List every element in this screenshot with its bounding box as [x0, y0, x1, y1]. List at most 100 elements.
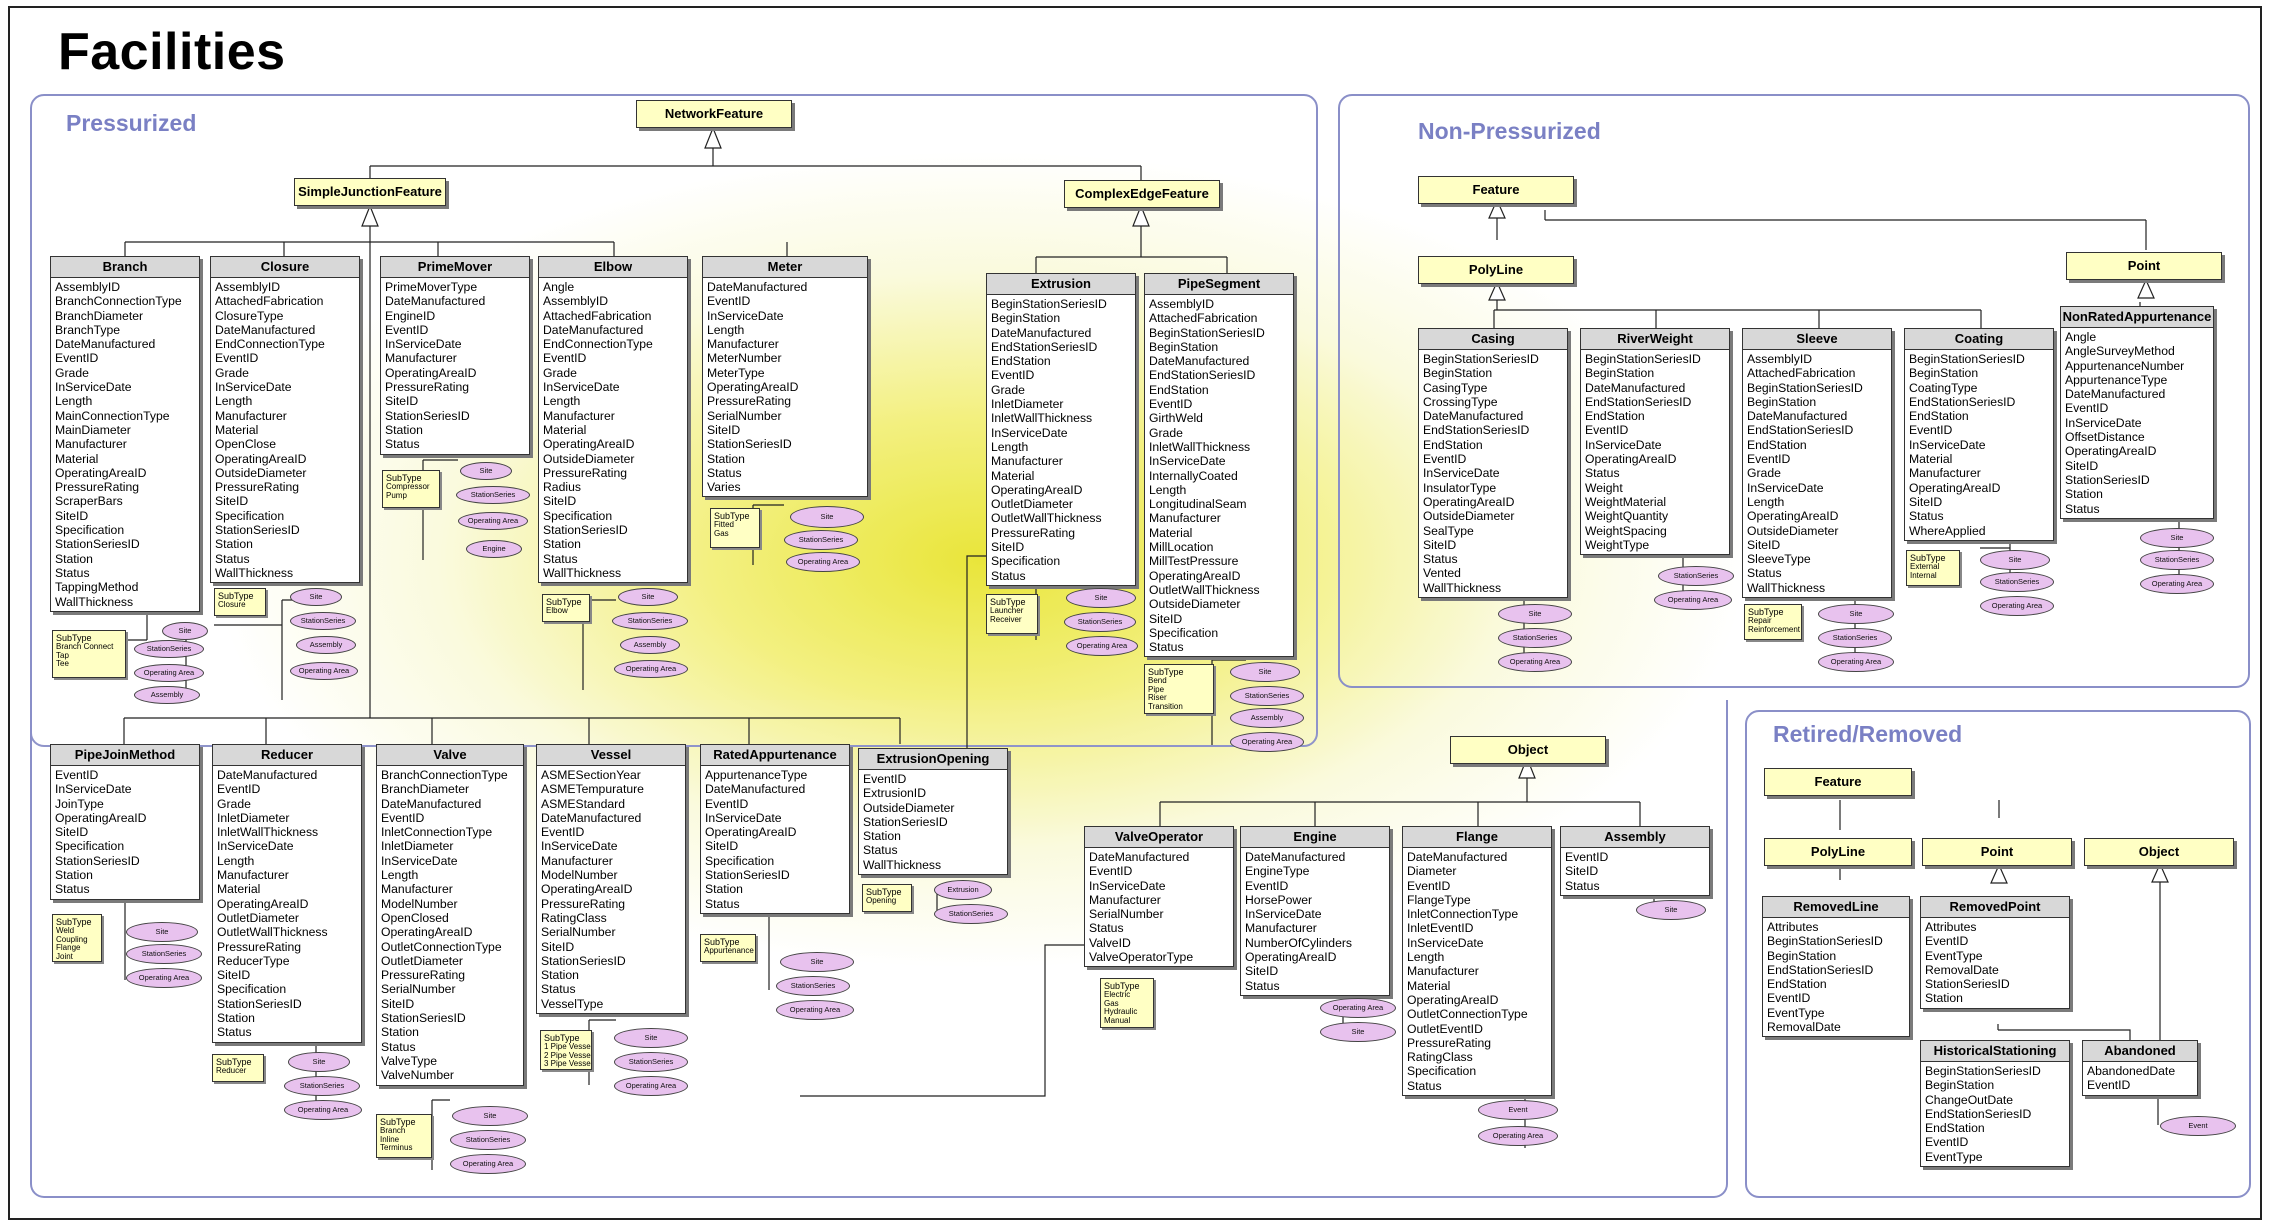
class-attribute: PressureRating	[541, 896, 625, 911]
class-attribute: Grade	[1747, 466, 1781, 481]
class-attribute: DateManufactured	[1089, 850, 1190, 864]
subtype-value: Inline	[380, 1134, 400, 1144]
class-attribute: Attributes	[1767, 920, 1819, 934]
subtype-value: Internal	[1910, 570, 1937, 580]
class-attribute: Specification	[1407, 1064, 1477, 1079]
class-attribute: AttachedFabrication	[215, 294, 324, 309]
class-attribute: AssemblyID	[1747, 352, 1813, 366]
parent-class-feature-retired: Feature	[1764, 768, 1912, 796]
class-attribute: EventID	[1245, 878, 1289, 893]
relationship-oval-assembly: Assembly	[620, 636, 680, 654]
class-name: RemovedPoint	[1921, 897, 2069, 918]
class-attribute: OperatingAreaID	[385, 365, 477, 380]
class-attribute: BeginStation	[1585, 366, 1655, 381]
class-attribute: InServiceDate	[541, 839, 618, 854]
class-attribute: Status	[991, 568, 1026, 583]
class-attribute: StationSeriesID	[385, 408, 470, 423]
class-attribute: Manufacturer	[1407, 964, 1479, 979]
class-attribute: WeightQuantity	[1585, 509, 1669, 524]
class-attribute: Length	[991, 439, 1029, 454]
class-attribute: EventID	[385, 322, 429, 337]
class-attribute: BranchConnectionType	[55, 294, 182, 309]
class-attribute: ModelNumber	[541, 868, 618, 883]
class-attribute: CrossingType	[1423, 394, 1498, 409]
class-attribute: EventID	[541, 825, 585, 840]
class-attribute: BeginStationSeriesID	[1747, 380, 1863, 395]
relationship-oval-station-series: StationSeries	[784, 530, 858, 550]
class-attribute: WallThickness	[1747, 580, 1826, 595]
class-attribute: BeginStationSeriesID	[1585, 352, 1701, 366]
relationship-oval-operating-area: Operating Area	[126, 968, 202, 988]
class-attribute: DateManufactured	[543, 322, 644, 337]
class-attribute: EventID	[707, 294, 751, 309]
class-attribute: EventID	[1565, 850, 1609, 864]
relationship-oval-operating-area: Operating Area	[450, 1154, 526, 1174]
class-attribute: Material	[991, 468, 1035, 483]
class-attribute: StationSeriesID	[55, 537, 140, 552]
class-attribute: MillTestPressure	[1149, 554, 1239, 569]
relationship-oval-station-series: StationSeries	[1658, 566, 1734, 586]
class-attribute: EventID	[705, 796, 749, 811]
class-attribute: OutsideDiameter	[1149, 597, 1241, 612]
class-attribute: OperatingAreaID	[1149, 568, 1241, 583]
class-attribute: MeterType	[707, 365, 765, 380]
class-attribute: BeginStation	[1747, 394, 1817, 409]
class-attribute: Manufacturer	[1245, 921, 1317, 936]
subtype-title: SubType	[546, 597, 582, 607]
class-attribute: InletEventID	[1407, 921, 1474, 936]
class-attribute: PressureRating	[381, 968, 465, 983]
class-attribute: Material	[217, 882, 261, 897]
class-attribute: Status	[1423, 552, 1458, 567]
class-attribute: SiteID	[217, 968, 251, 983]
class-name: Assembly	[1561, 827, 1709, 848]
subtype-title: SubType	[866, 887, 902, 897]
parent-class-network-feature: NetworkFeature	[636, 100, 792, 128]
class-name: Coating	[1905, 329, 2053, 350]
relationship-oval-site: Site	[288, 1052, 350, 1072]
parent-class-point-retired: Point	[1922, 838, 2072, 866]
class-attribute: Status	[1407, 1078, 1442, 1093]
class-attribute: WhereApplied	[1909, 523, 1986, 538]
class-attribute: EventID	[1767, 991, 1811, 1006]
relationship-oval-site: Site	[1980, 550, 2050, 570]
class-attribute: Manufacturer	[707, 337, 779, 352]
class-attribute: EndStationSeriesID	[1767, 962, 1874, 977]
relationship-oval-operating-area: Operating Area	[786, 552, 860, 572]
class-attribute: Specification	[705, 853, 775, 868]
class-attribute: BeginStationSeriesID	[1767, 934, 1883, 949]
parent-class-complex-edge-feature: ComplexEdgeFeature	[1064, 180, 1220, 208]
class-attribute: ChangeOutDate	[1925, 1092, 2014, 1107]
relationship-oval-operating-area: Operating Area	[614, 1076, 688, 1096]
class-attribute: WeightType	[1585, 537, 1650, 552]
class-attribute: BeginStationSeriesID	[1423, 352, 1539, 366]
class-attribute: OutsideDiameter	[863, 800, 955, 815]
subtype-value: Repair	[1748, 616, 1772, 625]
class-attribute: Station	[55, 551, 93, 566]
subtype-value: Opening	[866, 896, 897, 905]
class-attribute: Station	[543, 537, 581, 552]
relationship-oval-site: Site	[614, 1028, 688, 1048]
class-attribute: EventType	[1925, 948, 1983, 963]
class-name: Flange	[1403, 827, 1551, 848]
class-attribute: EndStation	[1747, 437, 1807, 452]
relationship-oval-event: Event	[1478, 1100, 1558, 1120]
class-attribute: OffsetDistance	[2065, 430, 2145, 445]
class-attribute: WallThickness	[1423, 580, 1502, 595]
relationship-oval-operating-area: Operating Area	[1654, 590, 1732, 610]
class-attribute: MainDiameter	[55, 422, 131, 437]
class-attribute: ReducerType	[217, 953, 290, 968]
class-attribute: Manufacturer	[385, 351, 457, 366]
